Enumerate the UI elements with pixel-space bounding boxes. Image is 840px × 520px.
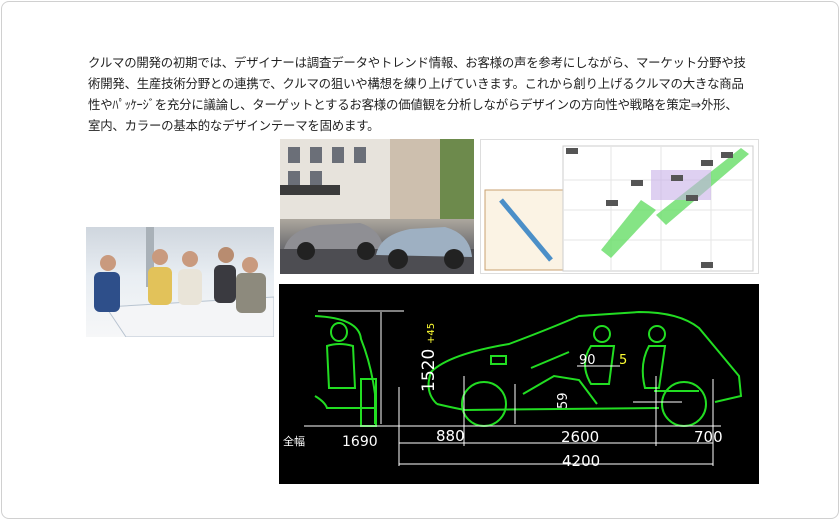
wheelbase: 2600 xyxy=(561,428,599,446)
height-delta: +45 xyxy=(426,323,437,344)
seat-dimension: 90 xyxy=(579,353,596,368)
height-value: 1520 xyxy=(419,349,439,392)
rear-overhang: 700 xyxy=(694,428,723,446)
car-outline xyxy=(314,310,743,427)
package-layout-drawing: 全幅 1690 1520 +45 880 2600 700 4200 59 90… xyxy=(279,284,759,484)
street-cars-photo xyxy=(280,139,474,274)
width-value: 1690 xyxy=(342,434,378,450)
intro-paragraph: クルマの開発の初期では、デザイナーは調査データやトレンド情報、お客様の声を参考に… xyxy=(88,55,746,134)
width-label: 全幅 xyxy=(283,434,305,448)
positioning-map-image xyxy=(480,139,759,274)
package-drawing-svg: 全幅 1690 1520 +45 880 2600 700 4200 59 90… xyxy=(283,310,743,470)
street-illustration xyxy=(280,139,474,274)
overall-length: 4200 xyxy=(562,452,600,470)
seat-delta: 5 xyxy=(619,353,627,368)
positioning-illustration xyxy=(484,145,754,272)
meeting-illustration xyxy=(94,227,274,337)
ground-clearance: 59 xyxy=(556,392,571,409)
design-meeting-photo xyxy=(86,227,274,337)
dimension-lines xyxy=(304,310,721,466)
front-overhang: 880 xyxy=(436,427,465,445)
